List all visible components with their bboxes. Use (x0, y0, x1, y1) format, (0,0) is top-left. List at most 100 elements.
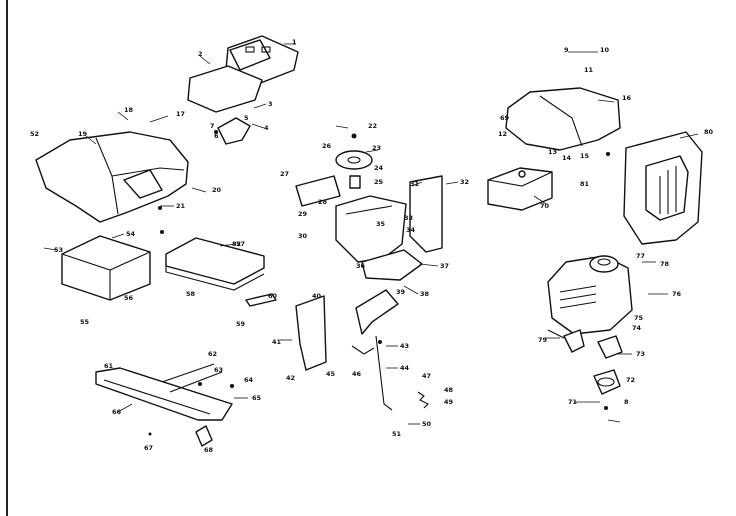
engine-assembly (547, 255, 633, 410)
steering-nut (351, 133, 357, 139)
callout-74: 74 (632, 324, 642, 332)
tank-cap (518, 170, 526, 178)
callout-17: 17 (176, 110, 185, 118)
callout-81: 81 (580, 180, 590, 188)
callout-54: 54 (126, 230, 136, 238)
engine-cap (597, 258, 611, 266)
dash-panel-edge (345, 205, 393, 215)
engine-fins (559, 285, 597, 309)
callout-27: 27 (280, 170, 289, 178)
exhaust-pipe (547, 329, 565, 339)
brake-rod (375, 335, 393, 411)
callout-41: 41 (272, 338, 282, 346)
callout-76: 76 (672, 290, 682, 298)
battery-box (61, 235, 151, 301)
callout-49: 49 (444, 398, 454, 406)
steering-shaft-collar (349, 175, 361, 189)
callout-56: 56 (124, 294, 134, 302)
callout-33: 33 (404, 214, 413, 222)
callout-53: 53 (54, 246, 63, 254)
seat-assembly (187, 35, 299, 145)
callout-77: 77 (636, 252, 645, 260)
callout-42: 42 (286, 374, 295, 382)
callout-60: 60 (268, 292, 278, 300)
tray-foot (165, 266, 265, 291)
callout-26: 26 (322, 142, 332, 150)
callout-1: 1 (292, 38, 297, 46)
hold-down-strap (245, 293, 277, 307)
callout-14: 14 (562, 154, 572, 162)
callout-52: 52 (30, 130, 39, 138)
callout-79: 79 (538, 336, 548, 344)
callout-47: 47 (422, 372, 431, 380)
muffler (563, 329, 585, 353)
callout-34: 34 (406, 226, 416, 234)
callout-35: 35 (376, 220, 386, 228)
axle-beam-edge (103, 379, 211, 415)
callout-51: 51 (392, 430, 402, 438)
callout-31: 31 (410, 180, 420, 188)
rear-fender-assembly (35, 131, 189, 223)
callout-69: 69 (500, 114, 510, 122)
callout-39: 39 (396, 288, 406, 296)
callout-7: 7 (210, 122, 215, 130)
seat-spring-bracket (217, 117, 251, 145)
callout-70: 70 (540, 202, 550, 210)
callout-80: 80 (704, 128, 714, 136)
callout-11: 11 (584, 66, 594, 74)
steering-gear (335, 150, 373, 170)
callout-19: 19 (78, 130, 88, 138)
callout-8: 8 (624, 398, 629, 406)
pulley (593, 369, 621, 395)
linkage-spring (417, 391, 429, 409)
front-axle-assembly (95, 363, 234, 447)
battery-tray (165, 237, 265, 285)
battery-box-edge (61, 251, 151, 300)
callout-72: 72 (626, 376, 635, 384)
callout-58: 58 (186, 290, 196, 298)
callout-66: 66 (112, 408, 122, 416)
callout-45: 45 (326, 370, 336, 378)
callout-43: 43 (400, 342, 409, 350)
callout-64: 64 (244, 376, 254, 384)
callout-44: 44 (400, 364, 410, 372)
battery-box-assembly (61, 230, 277, 307)
fender-cutout (123, 169, 163, 199)
callout-59: 59 (236, 320, 246, 328)
callout-13: 13 (548, 148, 557, 156)
fuel-tank-top (487, 171, 553, 187)
callout-68: 68 (204, 446, 214, 454)
callout-32: 32 (460, 178, 469, 186)
callout-29: 29 (298, 210, 308, 218)
pulley-groove (597, 377, 615, 387)
side-bracket (409, 175, 443, 253)
callout-15: 15 (580, 152, 590, 160)
steering-assembly (295, 133, 443, 411)
axle-beam (95, 367, 233, 421)
callout-57: 57 (236, 240, 245, 248)
fuel-tank (487, 167, 553, 211)
callout-65: 65 (252, 394, 262, 402)
callout-16: 16 (622, 94, 632, 102)
callout-22: 22 (368, 122, 377, 130)
grille-bar (659, 166, 677, 214)
gear-bracket (295, 175, 341, 207)
callout-3: 3 (268, 100, 273, 108)
pedal-support (295, 295, 327, 371)
engine-blower-housing (589, 255, 619, 273)
seat-pad-slot-1 (245, 46, 255, 53)
steering-gear-hub (347, 156, 361, 164)
spindle-bolt-1 (198, 382, 202, 386)
callout-55: 55 (80, 318, 90, 326)
callout-2: 2 (198, 50, 203, 58)
callout-38: 38 (420, 290, 430, 298)
callout-63: 63 (214, 366, 223, 374)
callout-21: 21 (176, 202, 186, 210)
callout-37: 37 (440, 262, 449, 270)
hood-crease (539, 95, 583, 147)
pin-1 (148, 432, 152, 436)
fender-inner (111, 167, 185, 177)
seat-pan (187, 65, 263, 113)
leader-lines (43, 43, 699, 425)
